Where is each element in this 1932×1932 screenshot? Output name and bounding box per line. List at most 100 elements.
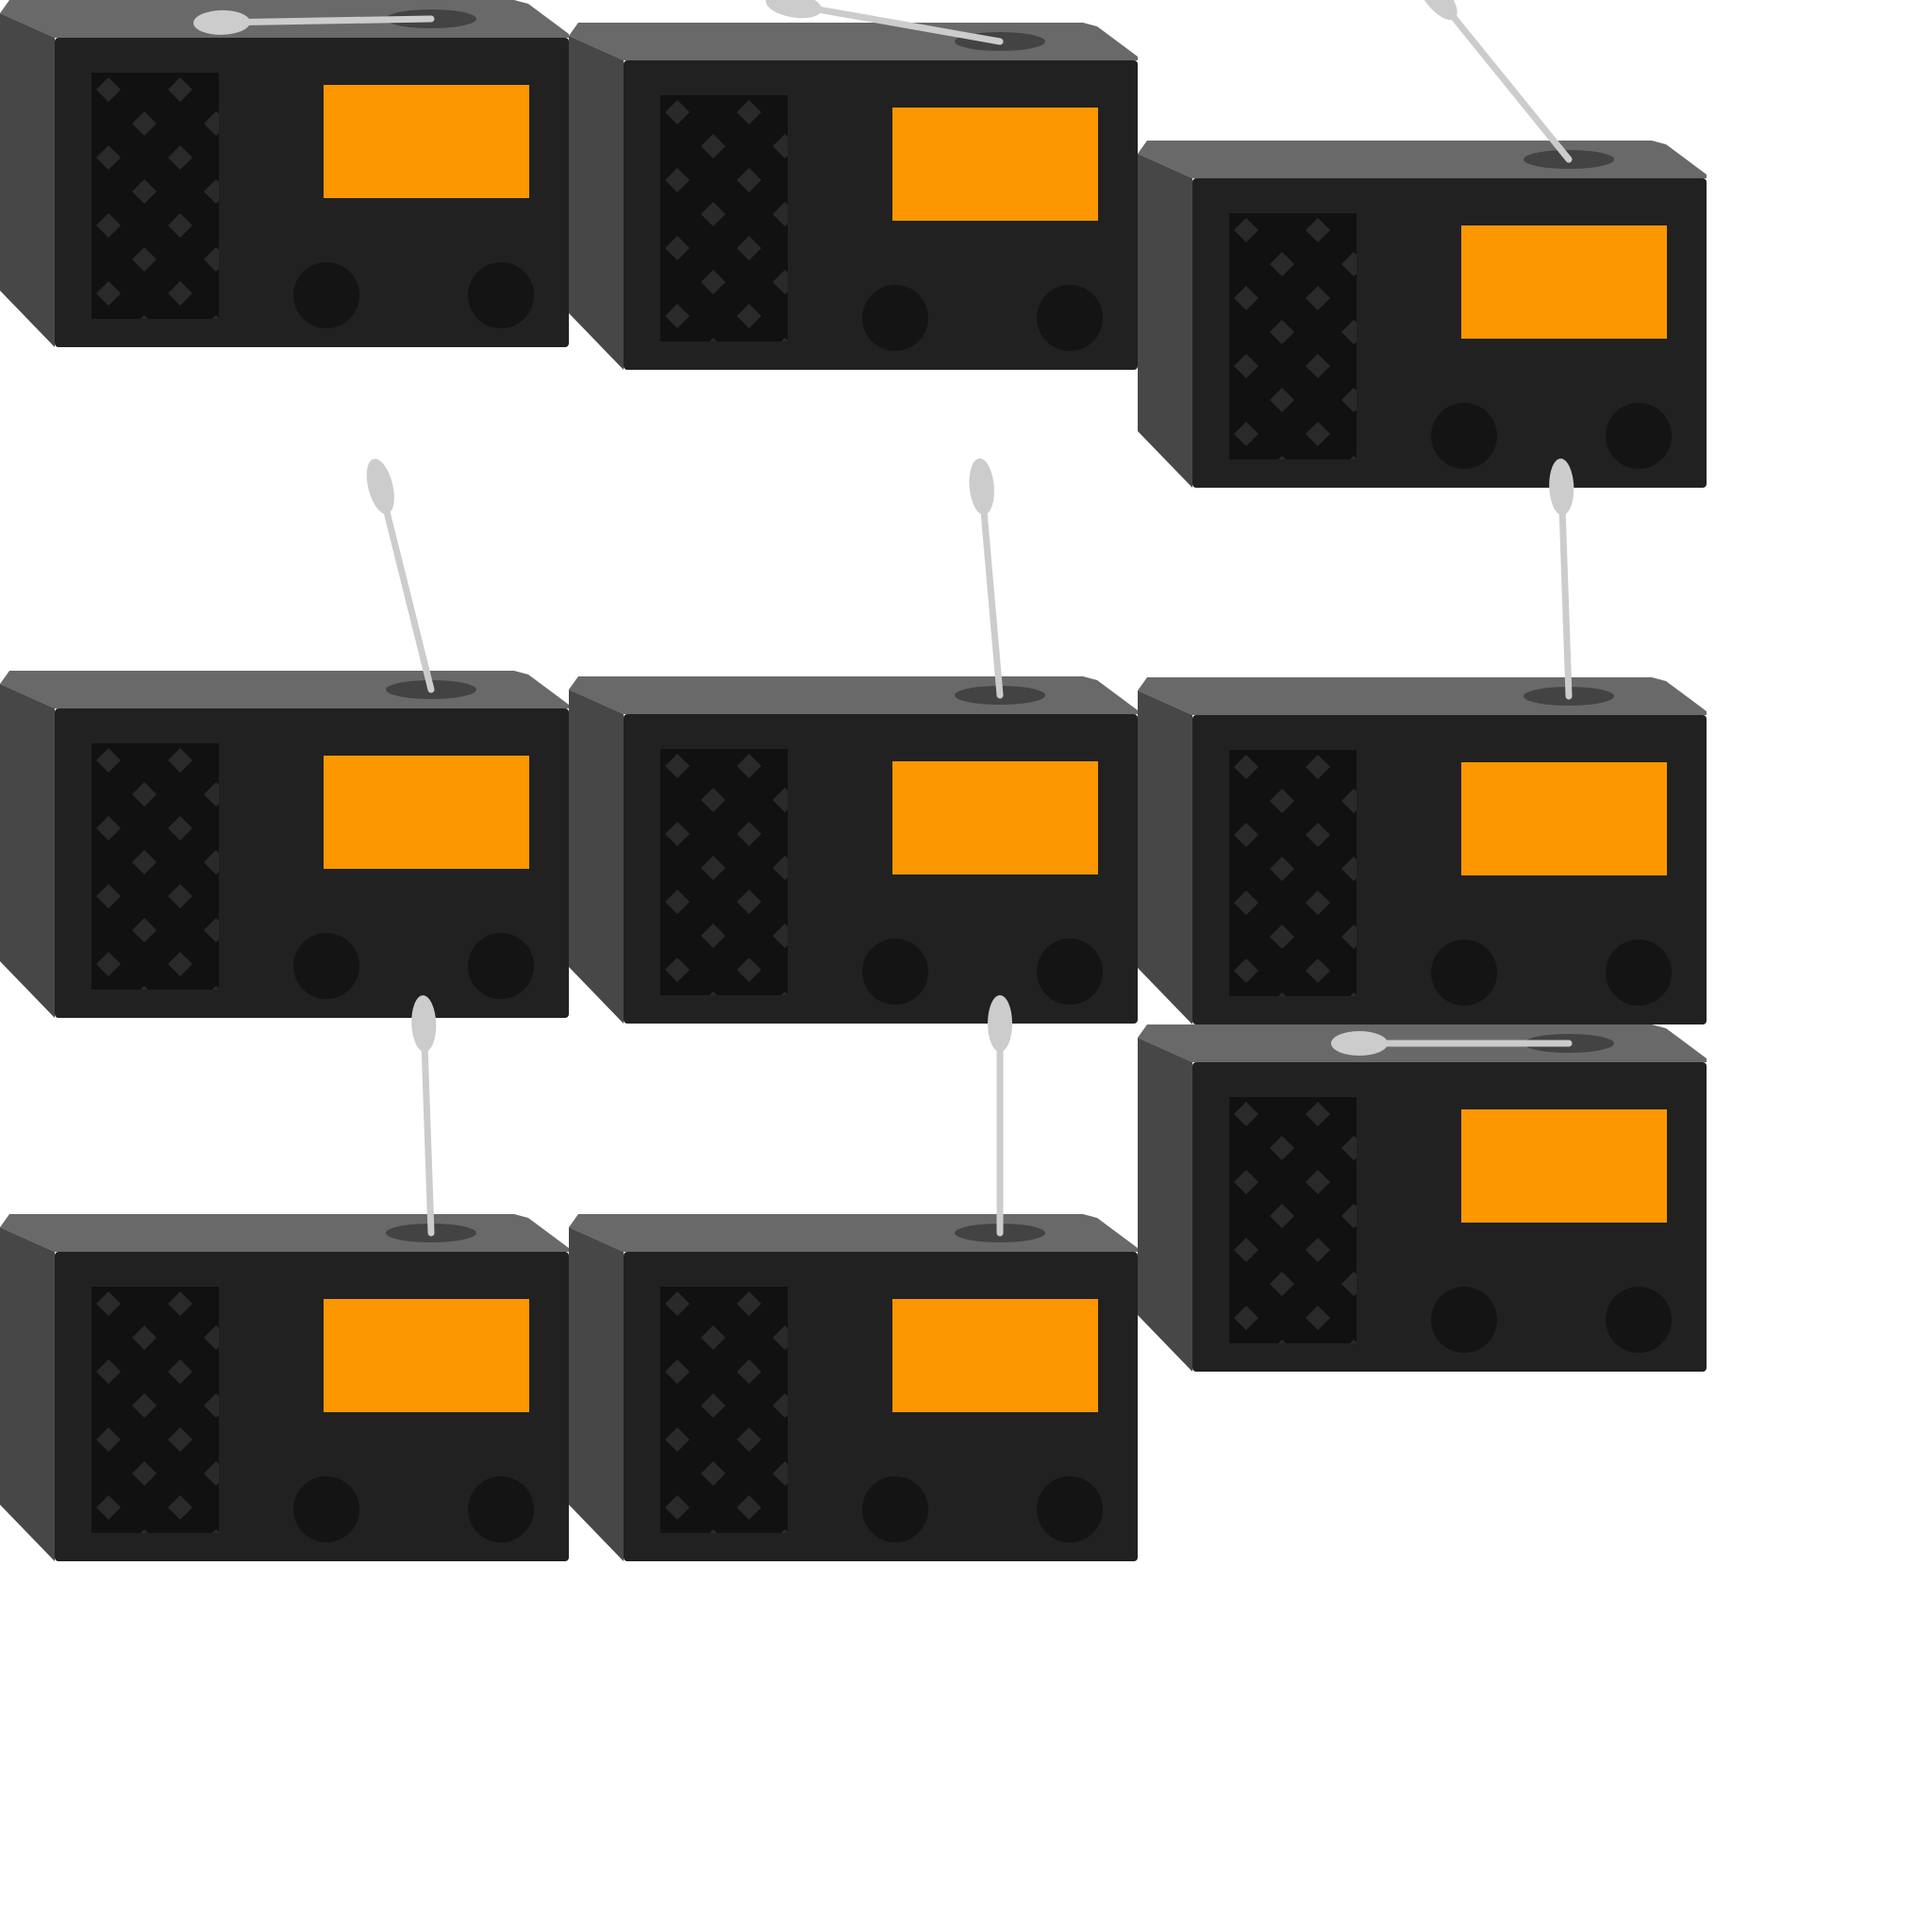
grille-diamond (665, 1359, 690, 1384)
tuning-knob (293, 262, 359, 328)
display-screen (892, 108, 1098, 221)
grille-diamond (204, 179, 219, 204)
tuning-knob (293, 933, 359, 999)
grille-diamond (1306, 958, 1330, 983)
grille-diamond (311, 1563, 336, 1588)
radio (0, 458, 569, 1044)
speaker-grille (92, 73, 336, 374)
display-screen (324, 1299, 529, 1412)
grille-diamond (665, 1427, 690, 1452)
grille-diamond (240, 349, 264, 374)
grille-diamond (168, 145, 192, 170)
antenna-rod (980, 504, 1004, 699)
grille-diamond (1306, 1238, 1330, 1262)
grille-diamond (709, 1529, 717, 1533)
speaker-grille (92, 1287, 336, 1588)
speaker-grille-pattern (665, 754, 905, 1050)
grille-diamond (737, 372, 761, 396)
grille-diamond (773, 270, 788, 294)
tuning-knob (1431, 403, 1497, 469)
grille-diamond (1341, 1204, 1357, 1228)
grille-diamond (709, 991, 717, 995)
radio (0, 0, 569, 374)
grille-diamond (665, 1563, 690, 1588)
speaker-grille-pattern (665, 100, 788, 396)
grille-diamond (1270, 1136, 1294, 1160)
grille-diamond (1449, 490, 1474, 514)
grille-diamond (701, 1461, 725, 1486)
grille-diamond (311, 349, 336, 374)
grille-diamond (1278, 992, 1286, 996)
grille-diamond (1234, 286, 1258, 310)
grille-diamond (1306, 755, 1330, 779)
grille-diamond (701, 134, 725, 158)
grille-diamond (1341, 924, 1357, 949)
grille-diamond (880, 1025, 905, 1050)
grille-diamond (132, 782, 157, 807)
grille-diamond (168, 952, 192, 976)
tuning-knob (862, 939, 928, 1005)
grille-diamond (1270, 1272, 1294, 1296)
grille-diamond (168, 281, 192, 306)
display-screen (1461, 225, 1667, 339)
antenna-tip (1416, 0, 1457, 21)
grille-diamond (141, 1529, 148, 1533)
grille-diamond (1306, 1102, 1330, 1126)
tuning-knob (1431, 940, 1497, 1006)
grille-diamond (132, 247, 157, 272)
speaker-grille-panel (1229, 1097, 1357, 1343)
grille-diamond (665, 100, 690, 125)
tuning-knob (1431, 1287, 1497, 1353)
speaker-grille-panel (660, 95, 788, 341)
grille-diamond (1306, 823, 1330, 847)
grille-diamond (773, 134, 788, 158)
grille-diamond (96, 349, 121, 374)
speaker-grille-panel (1229, 750, 1357, 996)
grille-diamond (204, 1325, 219, 1350)
speaker-grille-panel (92, 1287, 219, 1533)
grille-diamond (773, 788, 788, 812)
grille-diamond (665, 890, 690, 914)
volume-knob (1606, 403, 1672, 469)
grille-diamond (212, 1529, 219, 1533)
grille-diamond (1306, 1374, 1330, 1398)
radio (569, 995, 1138, 1588)
speaker-grille-pattern (1234, 755, 1357, 996)
grille-diamond (204, 111, 219, 136)
grille-diamond (96, 1359, 121, 1384)
speaker-grille-pattern (96, 748, 219, 1044)
grille-diamond (1350, 1340, 1357, 1343)
grille-diamond (1449, 1374, 1474, 1398)
grille-diamond (737, 1563, 761, 1588)
grille-diamond (1234, 1374, 1258, 1398)
grille-diamond (168, 884, 192, 908)
grille-diamond (737, 1427, 761, 1452)
grille-diamond (1341, 388, 1357, 412)
grille-diamond (168, 213, 192, 238)
antenna-rod (382, 503, 435, 693)
grille-diamond (204, 247, 219, 272)
grille-diamond (204, 918, 219, 942)
grille-diamond (773, 856, 788, 880)
grille-diamond (168, 1495, 192, 1520)
grille-diamond (96, 816, 121, 841)
radio-side-face (0, 13, 55, 347)
grille-diamond (665, 1025, 690, 1050)
volume-knob (468, 1476, 534, 1542)
grille-diamond (737, 168, 761, 192)
grille-diamond (808, 1025, 833, 1050)
radio (1138, 0, 1707, 514)
volume-knob (1606, 940, 1672, 1006)
grille-diamond (781, 338, 788, 341)
grille-diamond (1341, 252, 1357, 276)
grille-diamond (701, 202, 725, 226)
grille-diamond (773, 924, 788, 948)
grille-diamond (737, 1025, 761, 1050)
grille-diamond (168, 1427, 192, 1452)
grille-diamond (1306, 218, 1330, 242)
radio-side-face (0, 1227, 55, 1561)
grille-diamond (1306, 422, 1330, 446)
grille-diamond (781, 991, 788, 995)
grille-diamond (168, 1020, 192, 1044)
display-screen (1461, 762, 1667, 875)
